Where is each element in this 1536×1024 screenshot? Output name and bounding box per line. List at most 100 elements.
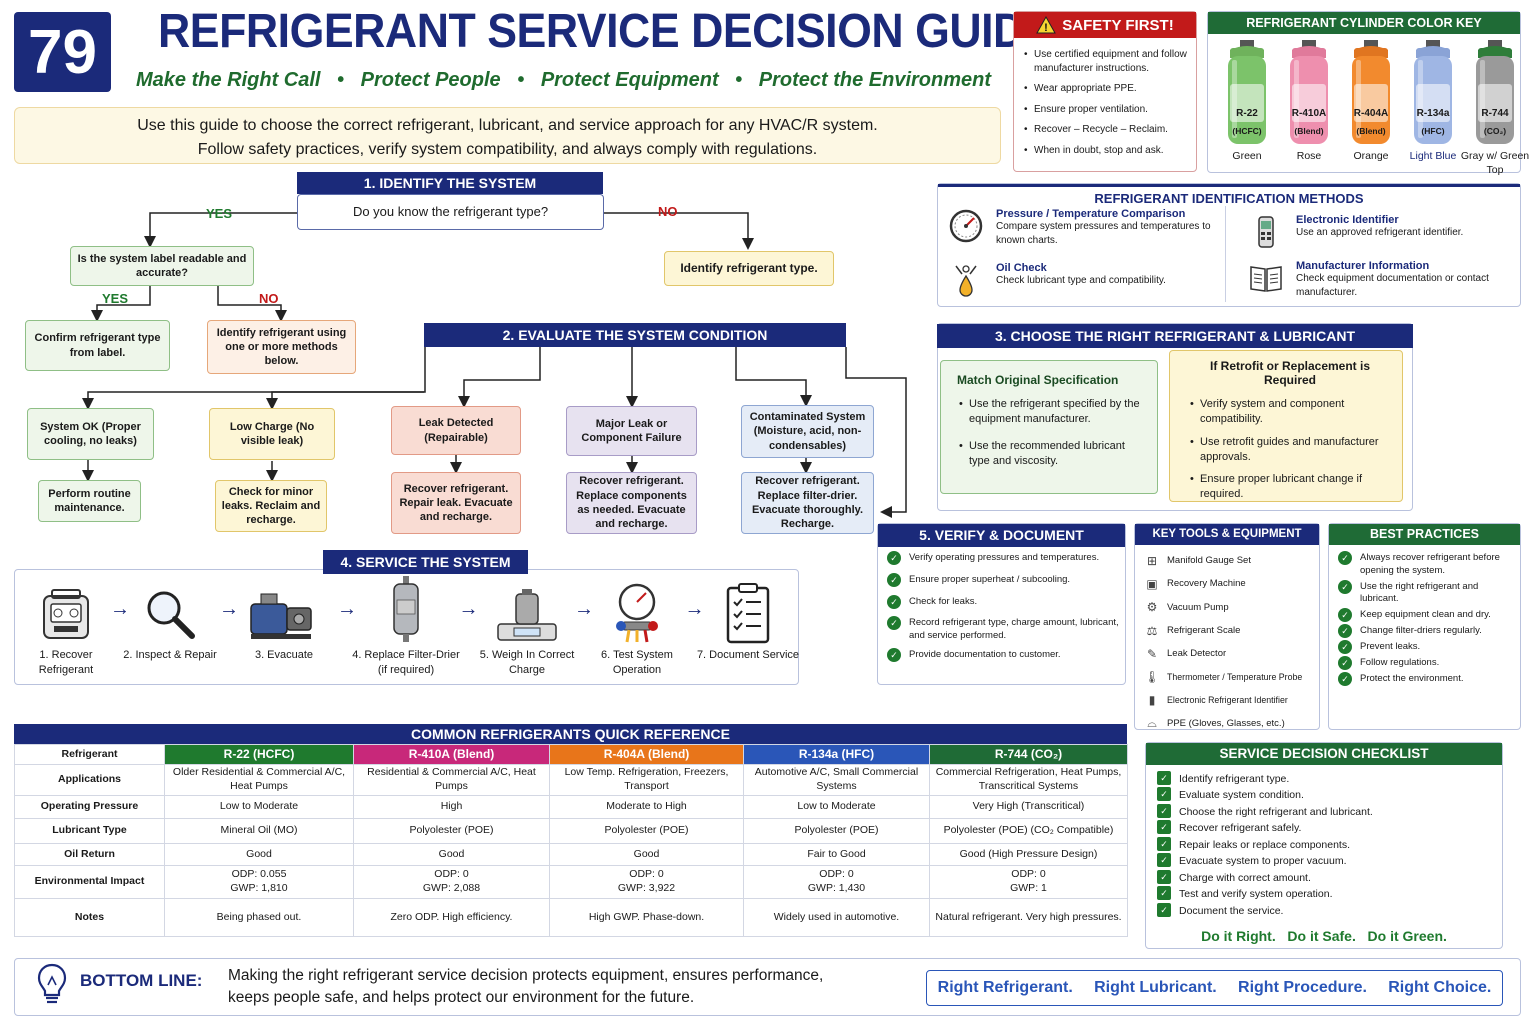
checklist-header: SERVICE DECISION CHECKLIST <box>1146 743 1502 765</box>
id-method-title: Pressure / Temperature Comparison <box>996 208 1186 220</box>
verify-item: Check for leaks. <box>887 594 1121 609</box>
cylinder-item: R-744(CO₂)Gray w/ Green Top <box>1461 38 1529 176</box>
vacuum-pump-icon: ⚙ <box>1146 600 1158 615</box>
recovery-machine-icon: ▣ <box>1146 576 1158 591</box>
id-method-title: Oil Check <box>996 262 1047 274</box>
no-label: NO <box>658 204 678 219</box>
cylinder-icon <box>1218 38 1276 155</box>
subtitle-item: Make the Right Call <box>136 69 321 91</box>
safety-item: Ensure proper ventilation. <box>1022 103 1190 117</box>
tool-item: ▮Electronic Refrigerant Identifier <box>1143 689 1319 712</box>
cylinder-sublabel: (Blend) <box>1294 126 1324 136</box>
table-cell: Fair to Good <box>743 843 930 866</box>
slogan: Right Lubricant. <box>1094 979 1217 996</box>
cylinder-label: R-134a <box>1416 108 1450 119</box>
retrofit-item: Use retrofit guides and manufacturer app… <box>1188 435 1392 465</box>
tool-item: ▣ Recovery Machine <box>1143 572 1319 595</box>
scale-icon: ⚖ <box>1146 623 1158 638</box>
service-step-label: 6. Test System Operation <box>601 649 673 676</box>
question-refrigerant-known: Do you know the refrigerant type? <box>297 194 604 230</box>
tool-label: Recovery Machine <box>1167 578 1246 590</box>
safety-header: ! SAFETY FIRST! <box>1014 12 1196 38</box>
verify-item: Provide documentation to customer. <box>887 648 1121 662</box>
gwp-value: GWP: 2,088 <box>422 882 481 894</box>
row-header: Applications <box>14 764 165 796</box>
tool-label: Manifold Gauge Set <box>1167 555 1251 567</box>
cylinder-item: R-410A(Blend)Rose <box>1280 38 1338 172</box>
match-spec-box: Match Original Specification Use the ref… <box>940 360 1158 494</box>
number-badge: 79 <box>14 12 111 92</box>
step2-header: 2. EVALUATE THE SYSTEM CONDITION <box>424 323 846 347</box>
table-cell: High GWP. Phase-down. <box>549 898 744 937</box>
reference-title: COMMON REFRIGERANTS QUICK REFERENCE <box>14 724 1127 744</box>
service-step: 7. Document Service <box>688 578 808 663</box>
cylinder-sublabel: (CO₂) <box>1483 126 1507 136</box>
tool-label: PPE (Gloves, Glasses, etc.) <box>1167 718 1285 730</box>
arrow-right-icon: → <box>684 598 705 620</box>
service-step-label: 5. Weigh In Correct Charge <box>479 649 575 676</box>
odp-value: ODP: 0 <box>434 868 469 881</box>
id-method-title: Electronic Identifier <box>1296 214 1399 226</box>
arrow-right-icon: → <box>337 598 357 620</box>
retrofit-box: If Retrofit or Replacement is Required V… <box>1169 350 1403 502</box>
refrigerant-column-header: R-744 (CO₂) <box>929 744 1128 765</box>
cylinder-label: R-410A <box>1291 108 1327 119</box>
cylinder-sublabel: (Blend) <box>1356 126 1386 136</box>
odp-value: ODP: 0 <box>629 868 664 881</box>
action-repair-leak: Recover refrigerant. Repair leak. Evacua… <box>391 472 521 534</box>
arrow-right-icon: → <box>574 598 594 620</box>
bottom-line-bar <box>14 958 1521 1016</box>
action-routine-maintenance: Perform routine maintenance. <box>38 480 141 522</box>
id-method-desc: Check equipment documentation or contact… <box>1296 273 1489 298</box>
table-cell: Good (High Pressure Design) <box>929 843 1128 866</box>
safety-item: Use certified equipment and follow manuf… <box>1022 48 1190 75</box>
step1-header: 1. IDENTIFY THE SYSTEM <box>297 172 603 194</box>
verify-item: Ensure proper superheat / subcooling. <box>887 572 1121 587</box>
page-title: REFRIGERANT SERVICE DECISION GUIDE <box>158 5 1055 58</box>
table-cell: Polyolester (POE) <box>353 818 550 844</box>
condition-major-leak: Major Leak or Component Failure <box>566 406 697 456</box>
service-step: 2. Inspect & Repair <box>110 578 230 663</box>
row-header: Lubricant Type <box>14 818 165 844</box>
clipboard-icon <box>688 578 808 644</box>
intro-box: Use this guide to choose the correct ref… <box>14 107 1001 164</box>
best-practice-item: Prevent leaks. <box>1338 639 1516 654</box>
tool-label: Vacuum Pump <box>1167 601 1229 613</box>
condition-contaminated: Contaminated System (Moisture, acid, non… <box>741 405 874 458</box>
service-step-label: 2. Inspect & Repair <box>123 649 217 661</box>
verify-item: Verify operating pressures and temperatu… <box>887 551 1121 565</box>
scale-icon <box>467 578 587 644</box>
refrigerant-column-header: R-404A (Blend) <box>549 744 744 765</box>
retrofit-item: Verify system and component compatibilit… <box>1188 397 1392 427</box>
bottom-line-text: Making the right refrigerant service dec… <box>228 965 823 1008</box>
vacuum-pump-icon <box>224 578 344 644</box>
table-cell: Polyolester (POE) (CO₂ Compatible) <box>929 818 1128 844</box>
confirm-from-label-box: Confirm refrigerant type from label. <box>25 320 170 371</box>
safety-item: Recover – Recycle – Reclaim. <box>1022 123 1190 137</box>
table-cell: Low to Moderate <box>164 795 354 819</box>
intro-line: Follow safety practices, verify system c… <box>197 141 818 158</box>
checklist-item: Choose the right refrigerant and lubrica… <box>1157 803 1498 819</box>
manifold-gauge-icon: ⊞ <box>1146 553 1158 568</box>
tool-item: ⚖Refrigerant Scale <box>1143 619 1319 642</box>
checklist-item: Repair leaks or replace components. <box>1157 836 1498 852</box>
checklist-item: Evacuate system to proper vacuum. <box>1157 853 1498 868</box>
identifier-icon: ▮ <box>1148 693 1156 708</box>
motto-item: Do it Safe. <box>1287 928 1356 944</box>
safety-item: When in doubt, stop and ask. <box>1022 144 1190 158</box>
table-cell: Good <box>164 843 354 866</box>
cylinder-color-name: Gray w/ Green Top <box>1460 150 1530 176</box>
motto-item: Do it Right. <box>1201 928 1276 944</box>
safety-panel: ! SAFETY FIRST! Use certified equipment … <box>1013 11 1197 172</box>
match-spec-list: Use the refrigerant specified by the equ… <box>957 397 1147 468</box>
filter-drier-icon <box>346 576 466 644</box>
gwp-value: GWP: 1 <box>1010 882 1047 894</box>
